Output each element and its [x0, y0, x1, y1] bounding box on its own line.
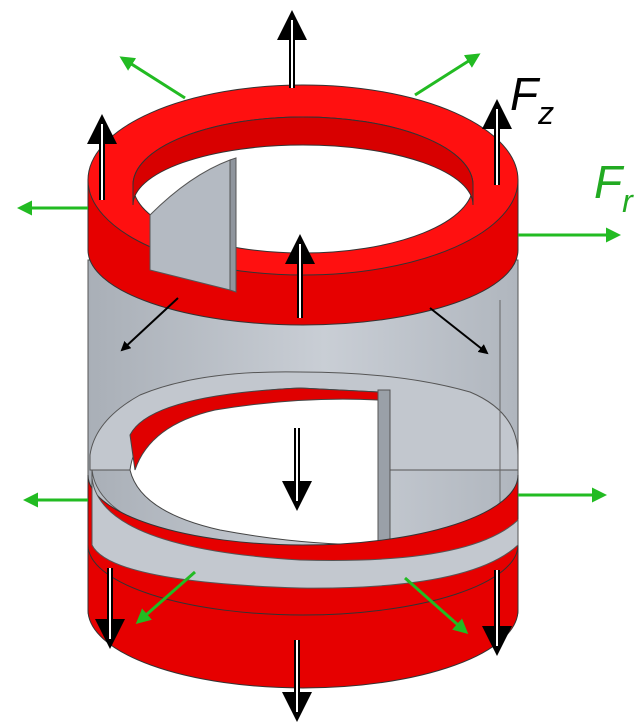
fz-label-main: F — [510, 68, 541, 120]
fz-label: Fz — [510, 68, 554, 131]
radial-arrow-top-right — [415, 55, 478, 95]
fr-label-sub: r — [622, 183, 634, 219]
svg-text:Fr: Fr — [594, 156, 634, 219]
fr-label: Fr — [594, 156, 634, 219]
fr-label-main: F — [594, 156, 625, 208]
svg-text:Fz: Fz — [510, 68, 554, 131]
fz-label-sub: z — [537, 95, 554, 131]
radial-arrow-top-left — [122, 58, 185, 98]
